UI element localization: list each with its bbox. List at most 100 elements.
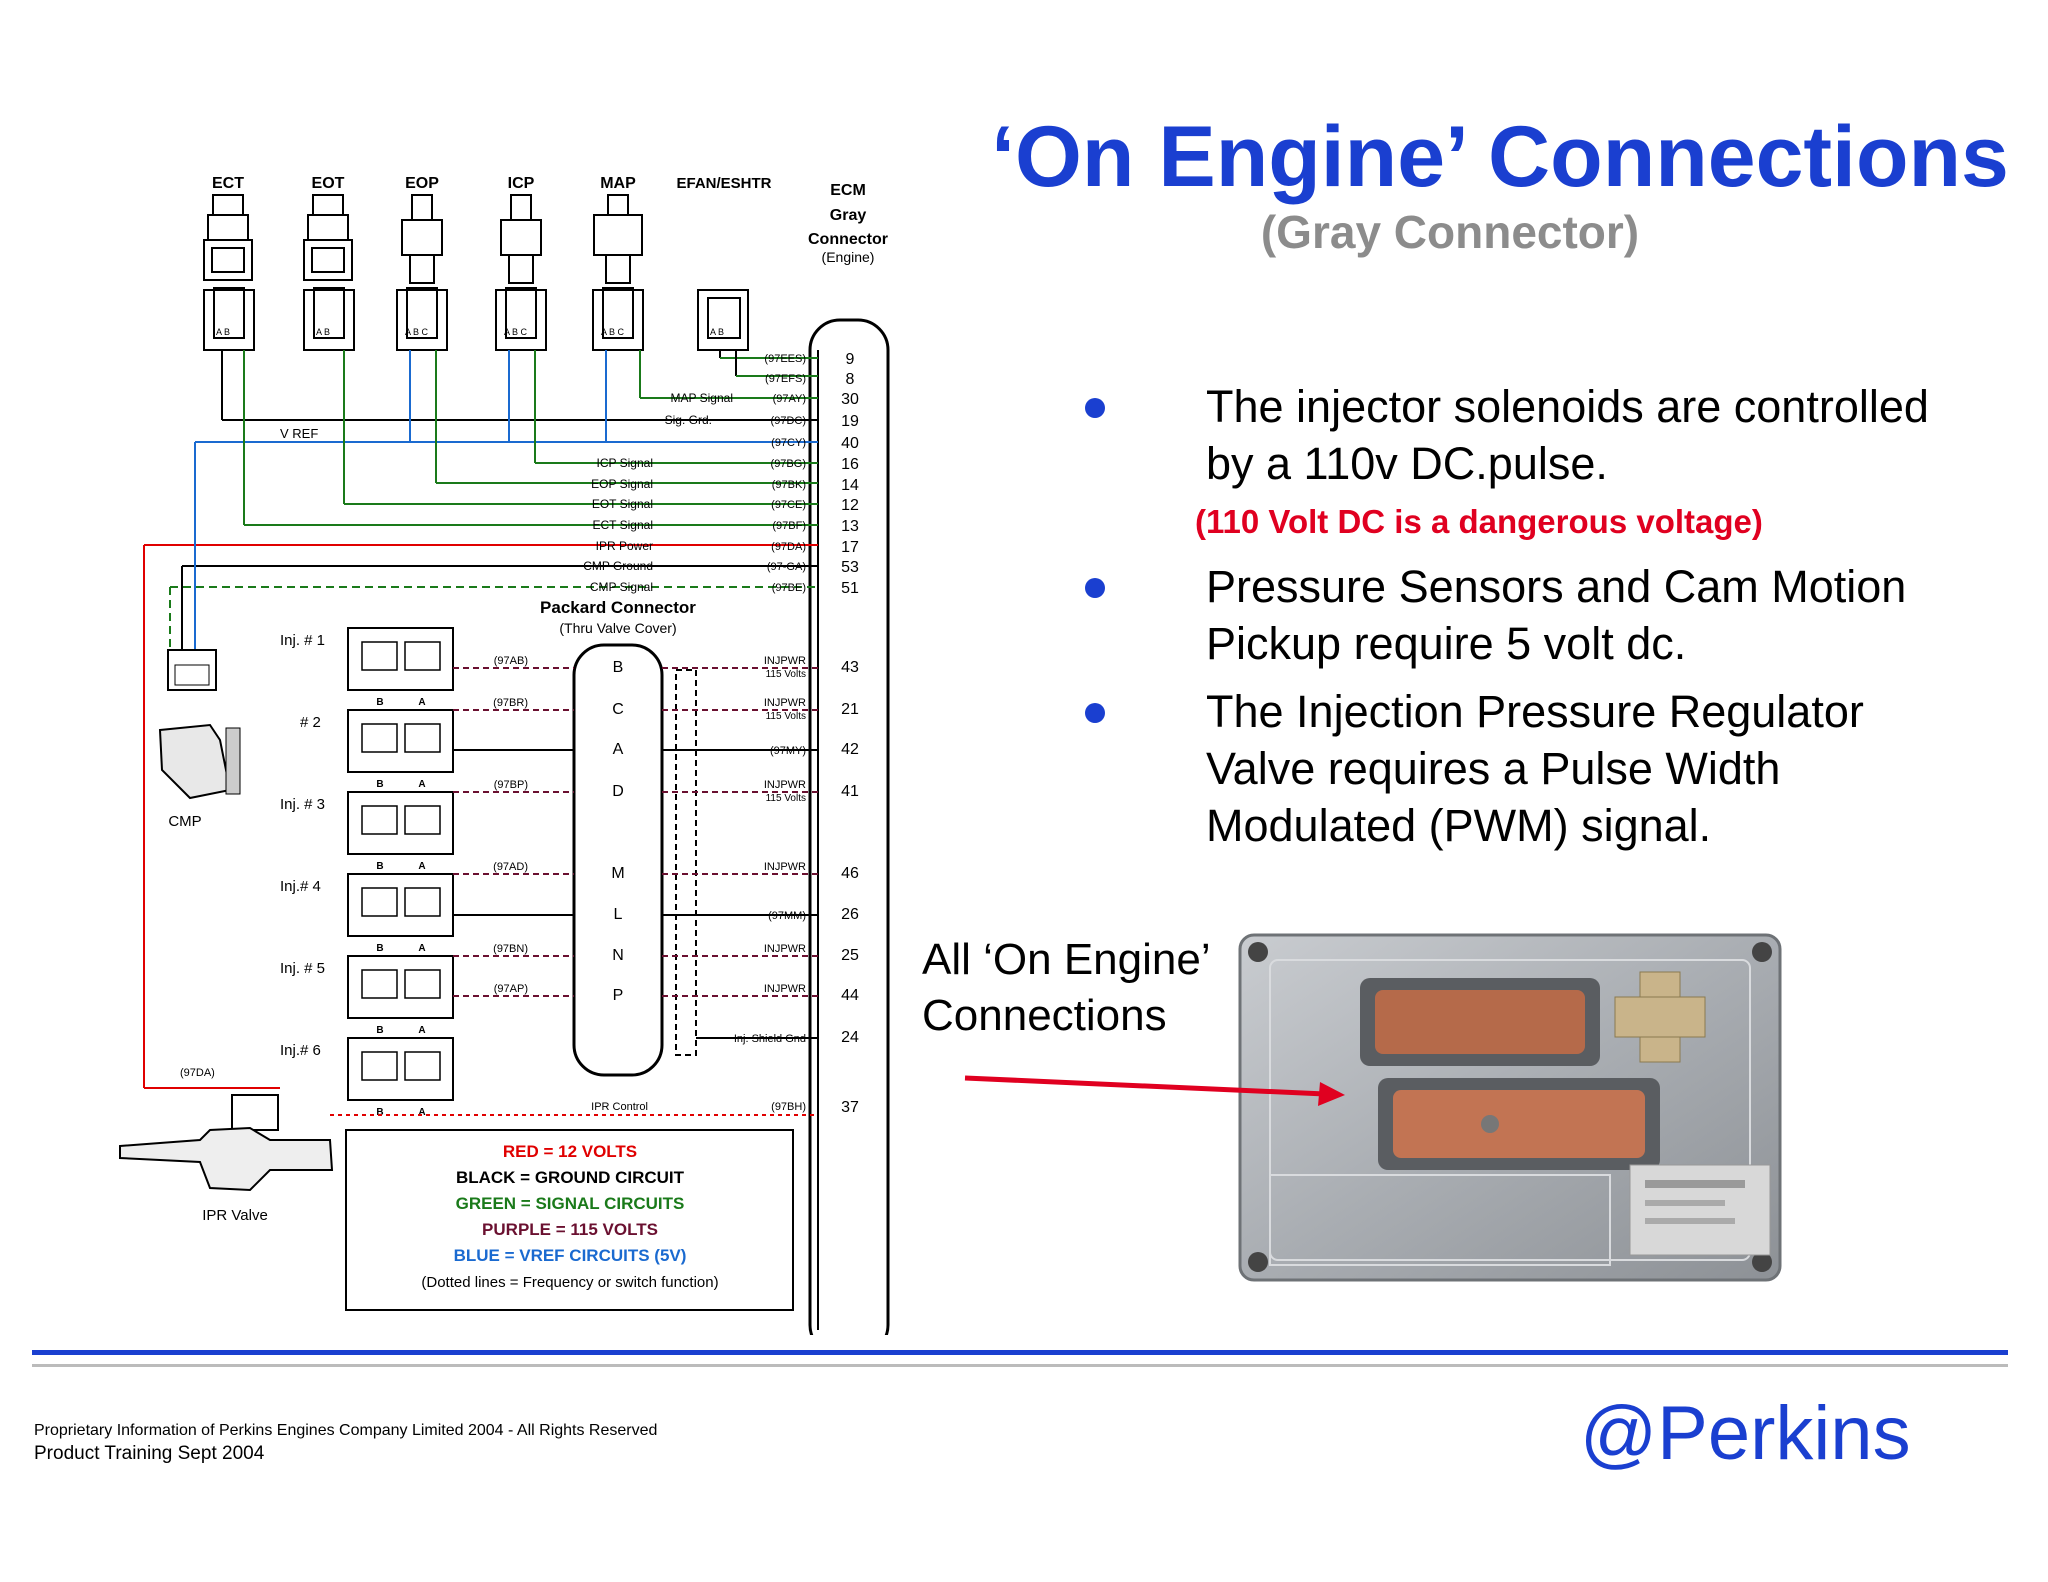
sensor-symbols	[203, 194, 741, 339]
inj-row-label: (97MM)	[768, 910, 806, 922]
injector-labels: Inj. # 1 # 2 Inj. # 3 Inj.# 4 Inj. # 5 I…	[280, 632, 325, 1059]
pin-a-label: A	[418, 779, 425, 790]
ecm-pin-number: 53	[841, 559, 859, 576]
signal-row-code: (97AY)	[773, 393, 806, 405]
inj-row-label: INJPWR	[764, 983, 806, 995]
ipr-valve-body	[119, 1126, 334, 1192]
icp-pin-label: A B C	[504, 327, 528, 337]
packard-pin-letter: L	[614, 906, 623, 923]
ipr-control-code: (97BH)	[771, 1101, 806, 1113]
ecm-module-image	[1238, 933, 1782, 1282]
inj-row-label: INJPWR	[764, 655, 806, 667]
slide-subtitle: (Gray Connector)	[1260, 206, 1640, 258]
ecm-pin-number: 21	[841, 701, 859, 718]
signal-row-codes: (97EES) (97EFS) (97AY) (97DC) (97CY) (97…	[764, 353, 806, 594]
warning-note: (110 Volt DC is a dangerous voltage)	[1195, 503, 1763, 540]
bullet-dot	[1085, 398, 1105, 418]
packard-pin-letter: P	[613, 987, 624, 1004]
callout-line-2: Connections	[922, 991, 1167, 1040]
packard-pin-letter: N	[612, 947, 624, 964]
ipr-valve-label: IPR Valve	[202, 1207, 268, 1224]
signal-row-code: (97-GA)	[767, 561, 806, 573]
sensor-label-icp: ICP	[508, 175, 535, 192]
ecm-pin-number: 13	[841, 518, 859, 535]
map-pin-label: A B C	[601, 327, 625, 337]
pin-b-label: B	[376, 697, 383, 708]
sensor-label-map: MAP	[600, 175, 636, 192]
callout-arrow	[964, 1075, 1345, 1106]
pin-a-label: A	[418, 861, 425, 872]
ecm-header-line2: Gray	[830, 207, 867, 224]
injector-label: # 2	[300, 714, 321, 731]
cmp-connector	[167, 649, 217, 691]
injector-label: Inj.# 4	[280, 878, 321, 895]
bullet-1-line-2: by a 110v DC.pulse.	[1206, 438, 1608, 489]
legend-entry: (Dotted lines = Frequency or switch func…	[421, 1274, 718, 1291]
ecm-pin-number: 16	[841, 456, 859, 473]
bullet-3-line-2: Valve requires a Pulse Width	[1206, 743, 1781, 794]
inj-row-pins: 43 21 42 41 46 26 25 44 24	[841, 659, 859, 1046]
ecm-pin-number: 25	[841, 947, 859, 964]
signal-row-code: (97DA)	[771, 541, 806, 553]
pin-a-label: A	[418, 1107, 425, 1118]
ecm-connector-body	[808, 318, 890, 1335]
bullet-2-line-2: Pickup require 5 volt dc.	[1206, 618, 1687, 669]
signal-row-code: (97BF)	[772, 520, 806, 532]
inj-row-label: INJPWR	[764, 943, 806, 955]
ecm-pin-number: 14	[841, 477, 859, 494]
packard-pin-letter: M	[611, 865, 624, 882]
signal-row-label: ICP Signal	[597, 456, 653, 470]
signal-row-label: IPR Power	[596, 539, 653, 553]
bullet-3-line-3: Modulated (PWM) signal.	[1206, 800, 1712, 851]
injector-label: Inj. # 5	[280, 960, 325, 977]
packard-pin-letter: A	[613, 741, 624, 758]
sensor-label-ect: ECT	[212, 175, 244, 192]
inj-row-label: INJPWR	[764, 779, 806, 791]
callout-line-1: All ‘On Engine’	[922, 935, 1211, 984]
sensor-label-eop: EOP	[405, 175, 439, 192]
signal-row-label: MAP Signal	[671, 391, 733, 405]
pin-b-label: B	[376, 1025, 383, 1036]
signal-row-code: (97EFS)	[765, 373, 806, 385]
signal-row-code: (97CE)	[771, 499, 806, 511]
sensor-label-efan: EFAN/ESHTR	[676, 175, 771, 192]
pin-b-label: B	[376, 1107, 383, 1118]
packard-pin-letter: C	[612, 701, 624, 718]
ecm-pin-number: 26	[841, 906, 859, 923]
signal-row-label: CMP Signal	[590, 580, 653, 594]
efan-pin-label: A B	[710, 327, 724, 337]
inj-row-code: (97BN)	[493, 943, 528, 955]
legend-entry: GREEN = SIGNAL CIRCUITS	[456, 1194, 685, 1213]
packard-connector-subtitle: (Thru Valve Cover)	[559, 620, 676, 636]
ecm-pin-number: 44	[841, 987, 859, 1004]
packard-pin-letters: B C A D M L N P	[611, 659, 624, 1004]
inj-row-code: (97AB)	[494, 655, 528, 667]
footer-rule-blue	[32, 1350, 2008, 1355]
injector-label: Inj.# 6	[280, 1042, 321, 1059]
inj-row-sub: 115 Volts	[766, 711, 806, 722]
signal-row-code: (97BE)	[772, 582, 806, 594]
signal-row-label: EOT Signal	[592, 497, 653, 511]
signal-row-label: Sig. Grd.	[665, 413, 712, 427]
inj-row-sub: 115 Volts	[766, 669, 806, 680]
pin-b-label: B	[376, 861, 383, 872]
eop-pin-label: A B C	[405, 327, 429, 337]
ect-pin-label: A B	[216, 327, 230, 337]
ecm-pin-number: 40	[841, 435, 859, 452]
signal-row-pins: 9 8 30 19 40 16 14 12 13 17 53 51	[841, 351, 859, 597]
inj-row-label: Inj. Shield Gnd	[734, 1033, 806, 1045]
ecm-pin-number: 17	[841, 539, 859, 556]
pin-b-label: B	[376, 779, 383, 790]
wiring-diagram: ECT EOT EOP ICP MAP EFAN/ESHTR ECM Gray …	[100, 150, 900, 1335]
signal-row-code: (97BK)	[772, 479, 806, 491]
ecm-pin-number: 41	[841, 783, 859, 800]
slide-title: ‘On Engine’ Connections	[991, 109, 2009, 205]
signal-row-code: (97EES)	[764, 353, 806, 365]
pin-a-label: A	[418, 1025, 425, 1036]
bullet-1-line-1: The injector solenoids are controlled	[1206, 381, 1929, 432]
ecm-pin-number: 37	[841, 1099, 859, 1116]
sensor-label-eot: EOT	[312, 175, 345, 192]
ecm-pin-number: 19	[841, 413, 859, 430]
ecm-pin-number: 9	[846, 351, 855, 368]
signal-row-code: (97BG)	[771, 458, 806, 470]
